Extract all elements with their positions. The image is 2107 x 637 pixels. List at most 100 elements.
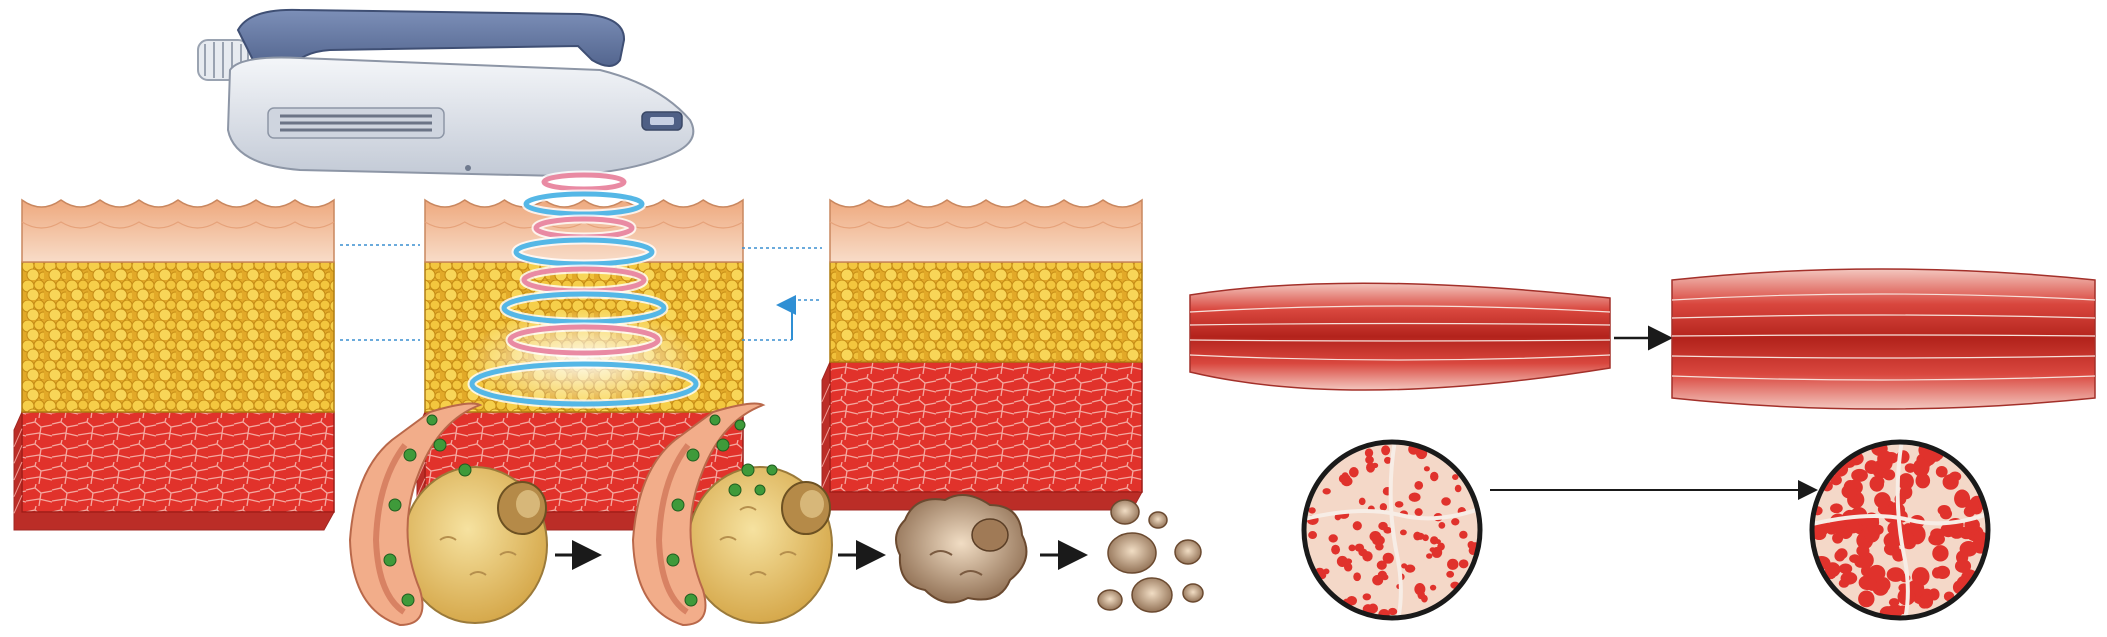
muscle-cross-section-before	[1301, 439, 1483, 621]
adipocyte-with-vessel	[348, 402, 548, 627]
muscle-fiber-dot	[1414, 583, 1426, 596]
muscle-fiber-dot	[1362, 551, 1373, 562]
muscle-fiber-dot	[1846, 520, 1860, 534]
muscle-fiber-dot	[1369, 531, 1382, 542]
muscle-fiber-dot	[1899, 485, 1913, 500]
muscle-fiber-dot	[1441, 497, 1451, 506]
muscle-fiber-dot	[1323, 568, 1330, 575]
skin-layer	[424, 198, 744, 263]
muscle-fiber-dot	[1413, 531, 1422, 541]
muscle-fiber-dot	[1358, 497, 1366, 506]
muscle-fiber-dot	[1911, 567, 1930, 587]
muscle-fiber-dot	[1365, 455, 1374, 464]
muscle-fiber-dot	[1414, 508, 1423, 516]
muscle-fiber-dot	[1882, 469, 1896, 481]
muscle-fiber-dot	[1394, 501, 1404, 508]
muscle-fiber-dot	[1408, 492, 1421, 502]
muscle-fiber-dot	[1886, 567, 1905, 582]
muscle-fiber-dot	[1434, 539, 1441, 545]
muscle-fiber-dot	[1328, 534, 1338, 543]
muscle-fiber-dot	[1349, 467, 1359, 478]
muscle-fiber-dot	[1830, 503, 1843, 514]
adipocyte-fragments	[1097, 499, 1204, 613]
muscle-fiber-dot	[1838, 563, 1853, 574]
muscle-fiber-dot	[1873, 476, 1885, 487]
muscle-fiber-dot	[1366, 462, 1376, 473]
muscle-fiber-before	[1189, 282, 1611, 391]
muscle-fiber-dot	[1904, 463, 1916, 473]
muscle-fiber-dot	[1364, 448, 1374, 458]
muscle-fiber-dot	[1866, 579, 1878, 591]
fat-reduction-arrow-icon	[776, 295, 822, 340]
muscle-fiber-dot	[1868, 564, 1886, 582]
muscle-fiber-dot	[1942, 474, 1959, 490]
muscle-fiber-dot	[1841, 484, 1858, 499]
muscle-fiber-dot	[1912, 458, 1930, 477]
muscle-fiber-dot	[1378, 521, 1388, 531]
muscle-fiber-dot	[1935, 465, 1948, 478]
muscle-fiber-dot	[1379, 503, 1388, 511]
adipocyte-shrunken	[895, 494, 1028, 604]
muscle-fiber-dot	[1919, 594, 1934, 609]
field-ring	[507, 324, 661, 356]
field-ring	[523, 191, 645, 217]
muscle-fiber-dot	[1888, 598, 1900, 607]
muscle-fiber-dot	[1459, 530, 1468, 539]
electromagnetic-applicator-icon	[197, 8, 695, 178]
field-ring	[501, 291, 667, 325]
muscle-fiber-dot	[1932, 545, 1949, 562]
muscle-fiber-dot	[1322, 488, 1331, 495]
muscle-cross-section-after	[1809, 439, 1991, 621]
fat-layer	[21, 261, 335, 413]
muscle-fiber-dot	[1930, 528, 1945, 541]
muscle-fiber-dot	[1423, 466, 1430, 472]
muscle-fiber-dot	[1377, 570, 1387, 580]
muscle-fiber-dot	[1338, 473, 1351, 484]
adipocyte-sequence	[348, 402, 1204, 627]
muscle-fiber-dot	[1856, 544, 1870, 557]
muscle-fiber-dot	[1438, 521, 1446, 529]
muscle-fiber-dot	[1915, 473, 1931, 489]
fat-thickness-guides	[340, 244, 822, 341]
muscle-layer	[21, 411, 335, 513]
muscle-layer	[829, 361, 1143, 493]
field-ring	[541, 172, 627, 192]
muscle-fiber-dot	[1830, 474, 1842, 486]
electromagnetic-field-rings	[464, 170, 704, 410]
muscle-fiber-dot	[1864, 525, 1880, 543]
muscle-fiber-dot	[1346, 596, 1358, 606]
muscle-fiber-dot	[1308, 531, 1318, 540]
tissue-block-before	[13, 198, 335, 531]
muscle-fiber-dot	[1414, 481, 1424, 490]
muscle-fiber-dot	[1331, 544, 1341, 555]
muscle-fiber-dot	[1362, 593, 1372, 601]
muscle-fiber-dot	[1932, 567, 1944, 579]
muscle-fiber-dot	[1404, 564, 1416, 573]
muscle-fiber-dot	[1353, 572, 1361, 582]
muscle-fiber-dot	[1452, 474, 1459, 480]
tissue-block-after	[821, 198, 1143, 511]
field-ring	[469, 361, 699, 407]
muscle-fiber-dot	[1849, 554, 1861, 563]
field-ring	[513, 237, 655, 267]
muscle-fiber-dot	[1336, 555, 1348, 567]
muscle-fiber-dot	[1937, 504, 1951, 516]
muscle-fiber-dot	[1454, 484, 1462, 493]
muscle-fiber-dot	[1458, 559, 1469, 569]
muscle-fiber-dot	[1973, 531, 1988, 543]
muscle-fiber-dot	[1836, 548, 1848, 560]
muscle-fiber-dot	[1348, 544, 1356, 552]
muscle-fiber-dot	[1838, 579, 1850, 588]
muscle-fiber-dot	[1381, 445, 1391, 456]
muscle-fiber-dot	[1401, 563, 1408, 569]
muscle-fiber-dot	[1864, 460, 1879, 475]
skin-layer	[21, 198, 335, 263]
muscle-fiber-dot	[1437, 542, 1445, 551]
muscle-fiber-dot	[1447, 558, 1459, 570]
muscle-fiber-dot	[1826, 526, 1837, 535]
adipocyte-releasing	[631, 402, 833, 627]
muscle-fiber-dot	[1388, 607, 1398, 616]
muscle-fiber-dot	[1858, 590, 1875, 608]
muscle-fiber-dot	[1446, 570, 1455, 578]
